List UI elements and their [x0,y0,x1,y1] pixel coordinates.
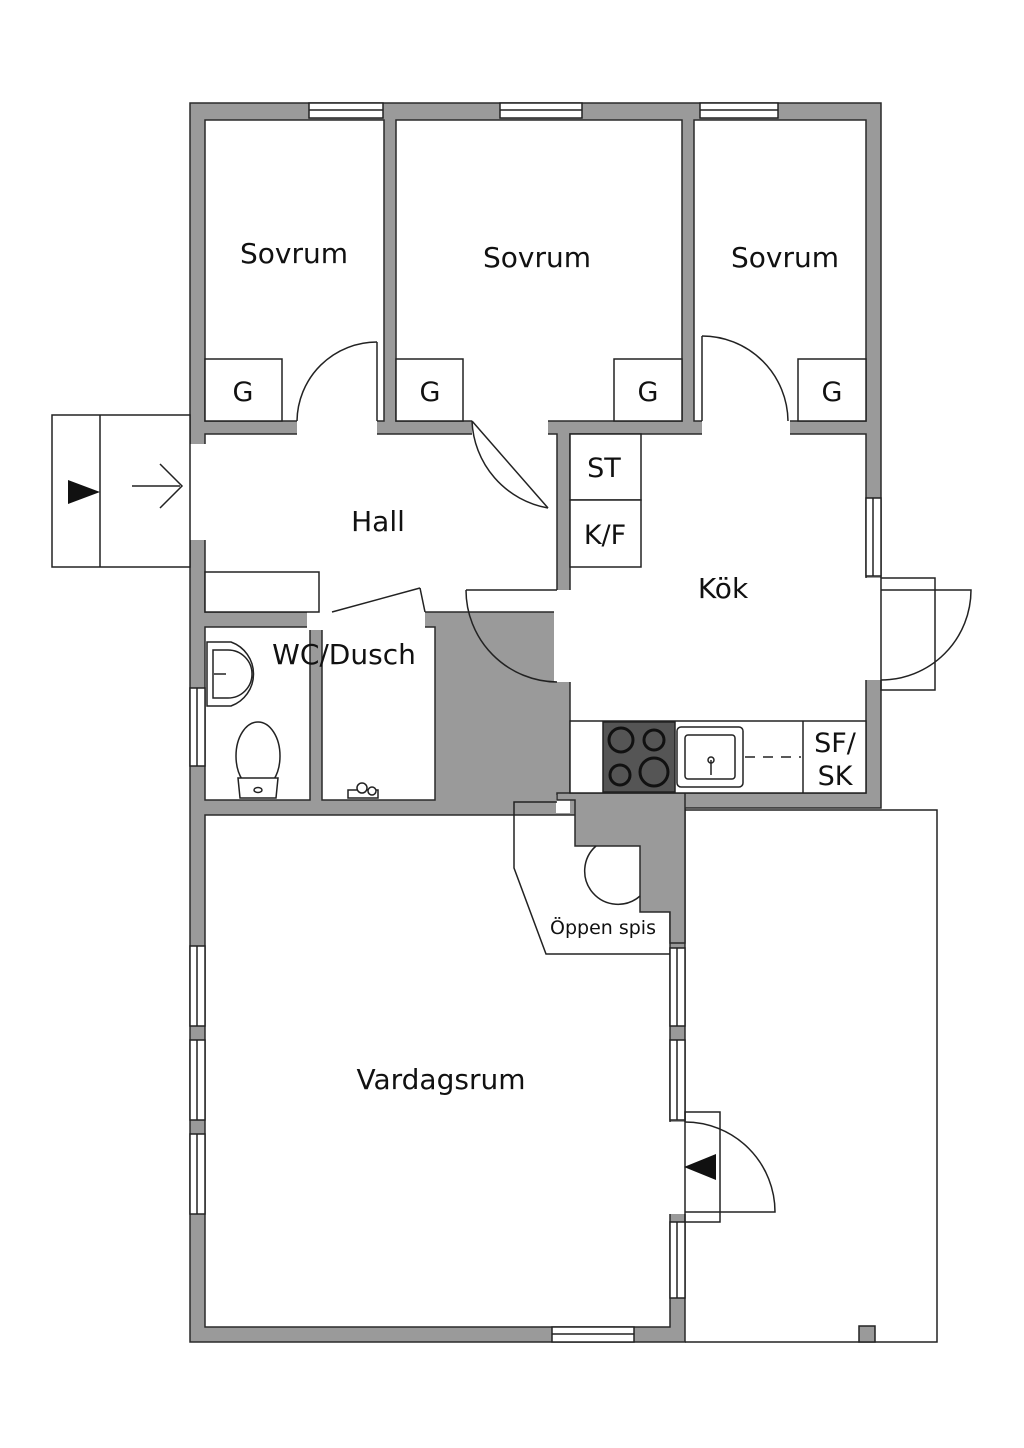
storage-label: ST [587,453,621,484]
arrow-left-icon [684,1154,716,1180]
entrance-direction-icon [132,463,184,509]
washbasin [206,641,255,707]
fireplace-label: Öppen spis [550,916,656,939]
wardrobe-label: G [233,377,254,408]
fireplace [513,801,670,955]
chimney-wall [556,792,686,944]
room-label-bedroom-left: Sovrum [240,237,348,270]
windows [189,102,882,1343]
room-label-living-room: Vardagsrum [357,1063,526,1096]
fridge-freezer-label: K/F [584,520,626,551]
sf-label-line2: SK [818,761,854,792]
wardrobe-label: G [822,377,843,408]
room-label-bathroom: WC/Dusch [272,638,416,671]
sink [676,726,801,788]
wardrobe-label: G [638,377,659,408]
toilet [235,721,281,799]
room-label-hall: Hall [351,505,405,538]
wardrobe-label: G [420,377,441,408]
sf-label-line1: SF/ [814,728,857,759]
stove [602,721,676,793]
hall-shelf [204,571,320,613]
terrace-post [858,1325,876,1343]
arrow-right-icon [68,480,100,504]
room-label-bedroom-right: Sovrum [731,241,839,274]
shower-tap [347,782,379,799]
terrace [685,809,938,1343]
room-label-kitchen: Kök [698,572,749,605]
room-label-bedroom-middle: Sovrum [483,241,591,274]
wardrobes [204,358,867,422]
door-openings [188,418,883,1214]
